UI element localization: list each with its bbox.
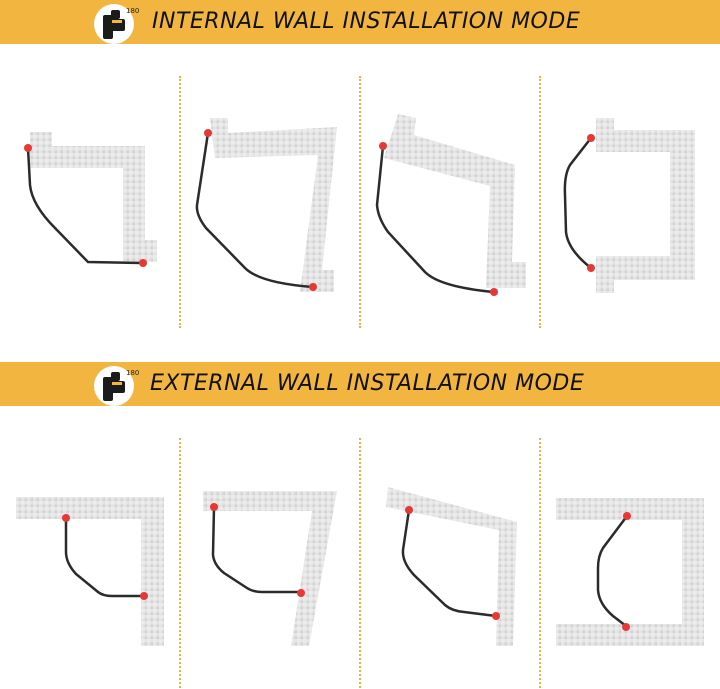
cable-endpoint (140, 592, 148, 600)
wall-mount-180-icon: 180 (94, 4, 139, 44)
cable-endpoint (24, 144, 32, 152)
wall (210, 118, 337, 292)
wall (16, 497, 164, 646)
divider (179, 76, 181, 328)
cable-endpoint (204, 129, 212, 137)
cable-endpoint (210, 503, 218, 511)
wall (203, 491, 337, 646)
cable-endpoint (379, 142, 387, 150)
badge-180: 180 (126, 7, 139, 15)
divider (539, 76, 541, 328)
wall (386, 487, 517, 646)
cable-endpoint (309, 283, 317, 291)
section-title-external: EXTERNAL WALL INSTALLATION MODE (150, 371, 585, 396)
section-title-internal: INTERNAL WALL INSTALLATION MODE (152, 9, 581, 34)
badge-180: 180 (126, 369, 139, 377)
wall (596, 118, 695, 293)
cable-endpoint (623, 512, 631, 520)
cable (26, 147, 144, 265)
wall (30, 132, 157, 262)
divider (179, 438, 181, 688)
internal-mode-banner: 180 INTERNAL WALL INSTALLATION MODE (0, 0, 720, 44)
cable (211, 506, 301, 594)
divider (359, 76, 361, 328)
cable (195, 132, 314, 289)
cable-endpoint (297, 589, 305, 597)
cable-endpoint (622, 623, 630, 631)
cable-endpoint (62, 514, 70, 522)
cable-endpoint (587, 264, 595, 272)
cable (563, 137, 592, 269)
divider (359, 438, 361, 688)
cable (375, 145, 495, 294)
external-mode-banner: 180 EXTERNAL WALL INSTALLATION MODE (0, 362, 720, 406)
cable-endpoint (405, 506, 413, 514)
wall (556, 498, 704, 646)
cable (401, 509, 497, 618)
cable-endpoint (490, 288, 498, 296)
cable-endpoint (587, 134, 595, 142)
cable (596, 515, 628, 627)
divider (539, 438, 541, 688)
wall (384, 114, 526, 288)
cable (64, 518, 144, 598)
cable-endpoint (492, 612, 500, 620)
wall-mount-180-icon: 180 (94, 366, 139, 406)
cable-endpoint (139, 259, 147, 267)
